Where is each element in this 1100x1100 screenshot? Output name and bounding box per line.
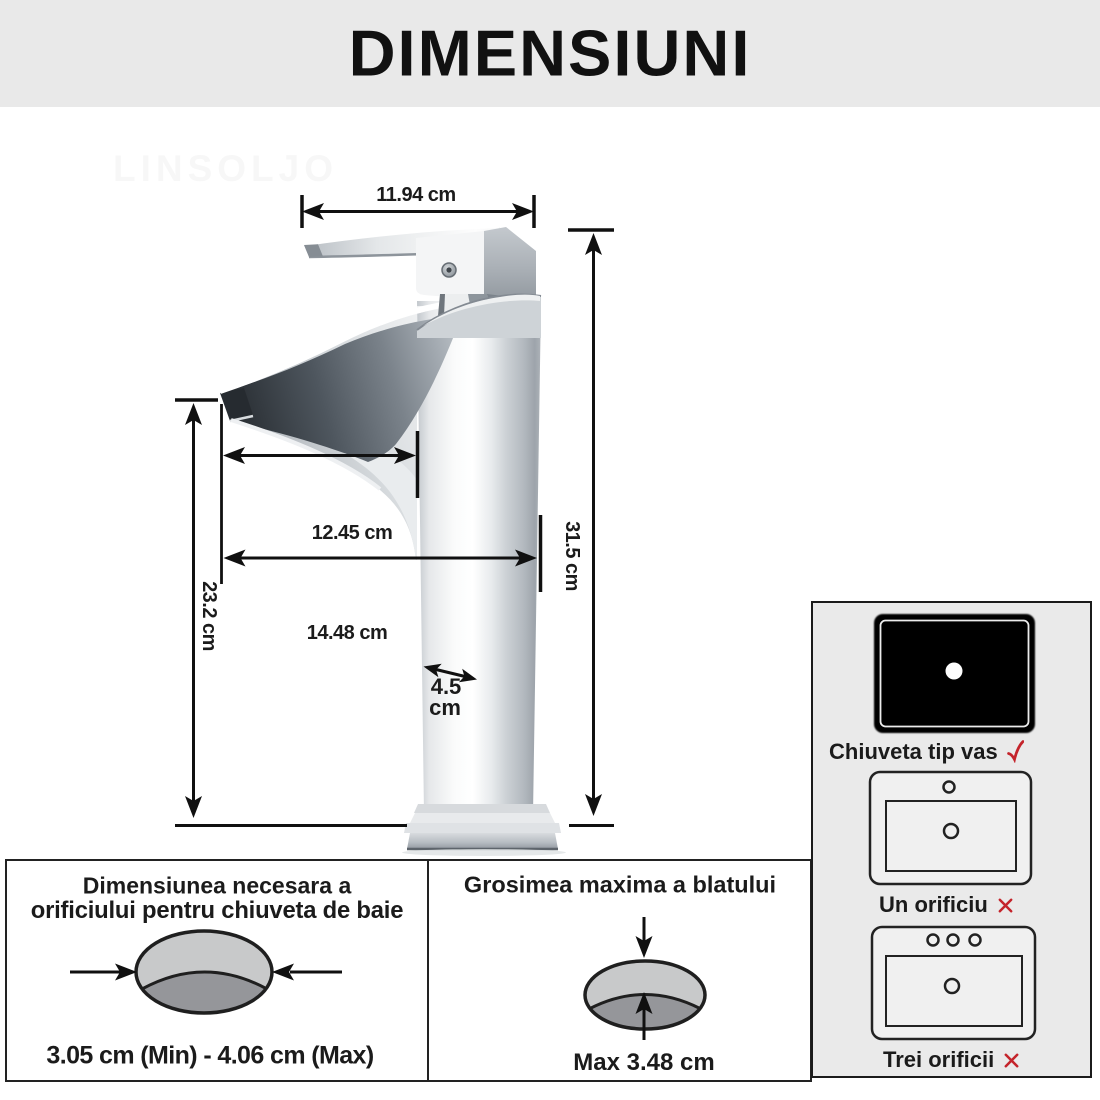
svg-text:12.45 cm: 12.45 cm <box>312 522 393 544</box>
svg-text:31.5 cm: 31.5 cm <box>561 521 583 591</box>
svg-text:11.94 cm: 11.94 cm <box>376 184 455 206</box>
svg-text:23.2 cm: 23.2 cm <box>198 581 220 651</box>
svg-text:14.48 cm: 14.48 cm <box>307 622 388 644</box>
svg-text:cm: cm <box>429 695 461 720</box>
svg-text:4.5: 4.5 <box>431 674 462 699</box>
